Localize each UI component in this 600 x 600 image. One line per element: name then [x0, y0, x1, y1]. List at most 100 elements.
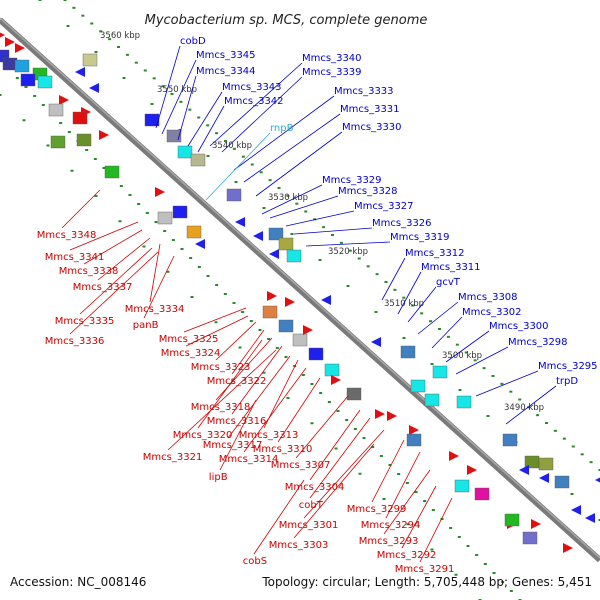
gene-label: Mmcs_3348 [37, 230, 97, 241]
gene-label: Mmcs_3331 [340, 104, 400, 115]
gene-arrow [371, 337, 381, 347]
tick-dot [190, 296, 194, 298]
tick-dot [33, 95, 37, 97]
label-leader-line [383, 469, 431, 535]
label-leader-line [397, 271, 422, 315]
tick-dot [310, 383, 314, 385]
tick-dot [589, 461, 593, 464]
tick-dot [458, 389, 462, 391]
gene-arrow [269, 249, 279, 259]
tick-dot [108, 38, 112, 41]
gene-label: Mmcs_3329 [322, 175, 382, 186]
tick-dot [63, 0, 67, 1]
tick-dot [125, 53, 129, 56]
tick-dot [562, 437, 566, 440]
label-leader-line [221, 76, 303, 153]
gene-block [410, 379, 426, 393]
label-leader-line [419, 497, 453, 563]
label-leader-line [149, 243, 161, 303]
label-leader-line [309, 417, 371, 499]
tick-dot [197, 116, 201, 119]
tick-dot [357, 257, 361, 260]
tick-dot [249, 320, 253, 322]
gene-block [522, 531, 538, 545]
label-leader-line [401, 485, 437, 549]
tick-dot [122, 77, 126, 79]
label-leader-line [445, 330, 490, 363]
gene-arrow [321, 295, 331, 305]
gene-block [48, 103, 64, 117]
tick-dot [384, 281, 388, 283]
gene-block [76, 133, 92, 147]
tick-dot [268, 179, 272, 182]
gene-arrow [303, 325, 313, 335]
gene-arrow [571, 505, 581, 515]
gene-arrow [99, 130, 109, 140]
gene-label: Mmcs_3299 [347, 504, 407, 515]
label-leader-line [243, 367, 307, 453]
genome-summary-text: Topology: circular; Length: 5,705,448 bp… [261, 575, 592, 589]
gene-label: Mmcs_3327 [354, 201, 414, 212]
tick-dot [382, 498, 386, 500]
tick-dot [206, 155, 210, 157]
label-leader-line [209, 62, 303, 147]
tick-dot [438, 328, 441, 330]
tick-dot [371, 446, 375, 448]
gene-label: lipB [209, 472, 228, 483]
gene-block [504, 513, 520, 527]
tick-dot [179, 100, 183, 103]
gene-block [538, 457, 554, 471]
tick-dot [571, 445, 575, 448]
label-leader-line [215, 321, 257, 361]
label-leader-line [183, 307, 247, 333]
label-leader-line [61, 189, 101, 229]
label-leader-line [97, 237, 151, 281]
tick-dot [284, 356, 288, 358]
tick-dot [334, 447, 338, 450]
gene-label: panB [133, 320, 159, 331]
tick-dot [319, 392, 323, 394]
tick-dot [327, 401, 331, 403]
gene-label: Mmcs_3330 [342, 122, 402, 133]
label-leader-line [227, 355, 291, 439]
tick-dot [94, 195, 98, 197]
tick-dot [346, 285, 350, 287]
tick-dot [241, 155, 245, 158]
gene-label: Mmcs_3335 [55, 316, 115, 327]
tick-dot [215, 284, 219, 286]
tick-dot [545, 422, 548, 424]
tick-dot [318, 259, 322, 261]
tick-dot [161, 85, 165, 88]
tick-dot [72, 6, 76, 9]
tick-dot [150, 103, 154, 105]
gene-label: trpD [556, 376, 578, 387]
tick-dot [46, 144, 50, 147]
tick-dot [473, 359, 477, 362]
tick-dot [310, 422, 314, 425]
gene-block [292, 333, 308, 347]
tick-dot [475, 554, 479, 556]
tick-dot [304, 210, 308, 213]
tick-dot [429, 320, 433, 323]
tick-dot [262, 207, 266, 209]
tick-dot [358, 472, 362, 475]
gene-arrow [531, 519, 541, 529]
tick-dot [374, 311, 378, 313]
label-leader-line [285, 210, 355, 227]
label-leader-line [155, 45, 181, 129]
tick-dot [15, 77, 19, 79]
gene-arrow [285, 297, 295, 307]
tick-dot [85, 149, 89, 151]
tick-dot [90, 22, 94, 25]
gene-label: Mmcs_3345 [196, 50, 256, 61]
gene-label: Mmcs_3308 [458, 292, 518, 303]
label-leader-line [79, 247, 153, 315]
gene-label: cobT [299, 500, 324, 511]
gene-block [474, 487, 490, 501]
gene-label: Mmcs_3311 [421, 262, 481, 273]
gene-label: Mmcs_3337 [73, 282, 133, 293]
gene-label: Mmcs_3338 [59, 266, 119, 277]
gene-arrow [0, 32, 5, 38]
tick-dot [402, 296, 406, 299]
genome-backbone [0, 17, 600, 563]
